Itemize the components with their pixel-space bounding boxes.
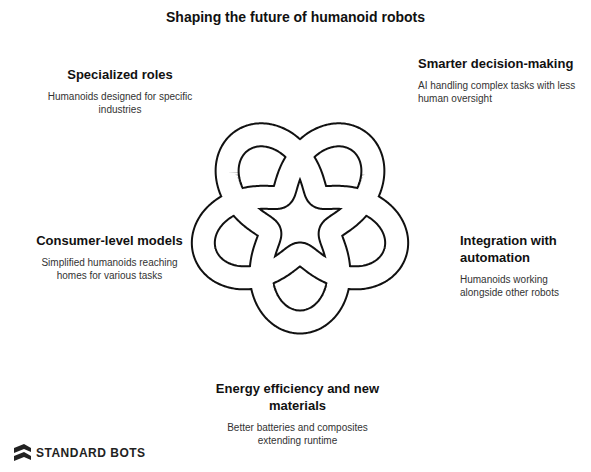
brand-name: STANDARD BOTS (36, 446, 146, 460)
block-body: Better batteries and composites extendin… (205, 421, 390, 447)
knot-band (203, 135, 396, 322)
block-heading: Consumer-level models (32, 232, 187, 249)
block-heading: Integration with automation (460, 232, 585, 266)
diagram-title: Shaping the future of humanoid robots (0, 9, 591, 25)
text-block: Energy efficiency and new materialsBette… (205, 380, 390, 447)
block-heading: Smarter decision-making (418, 55, 578, 72)
text-block: Integration with automationHumanoids wor… (460, 232, 585, 299)
block-heading: Energy efficiency and new materials (205, 380, 390, 414)
block-heading: Specialized roles (40, 66, 200, 83)
block-body: Humanoids working alongside other robots (460, 273, 585, 299)
text-block: Consumer-level modelsSimplified humanoid… (32, 232, 187, 282)
text-block: Specialized rolesHumanoids designed for … (40, 66, 200, 116)
text-block: Smarter decision-making AI handling compl… (418, 55, 578, 105)
block-body: Humanoids designed for specific industri… (40, 90, 200, 116)
block-body: AI handling complex tasks with less huma… (418, 79, 578, 105)
knot-outline (203, 135, 396, 322)
block-body: Simplified humanoids reaching homes for … (32, 256, 187, 282)
brand-logo (14, 444, 31, 461)
